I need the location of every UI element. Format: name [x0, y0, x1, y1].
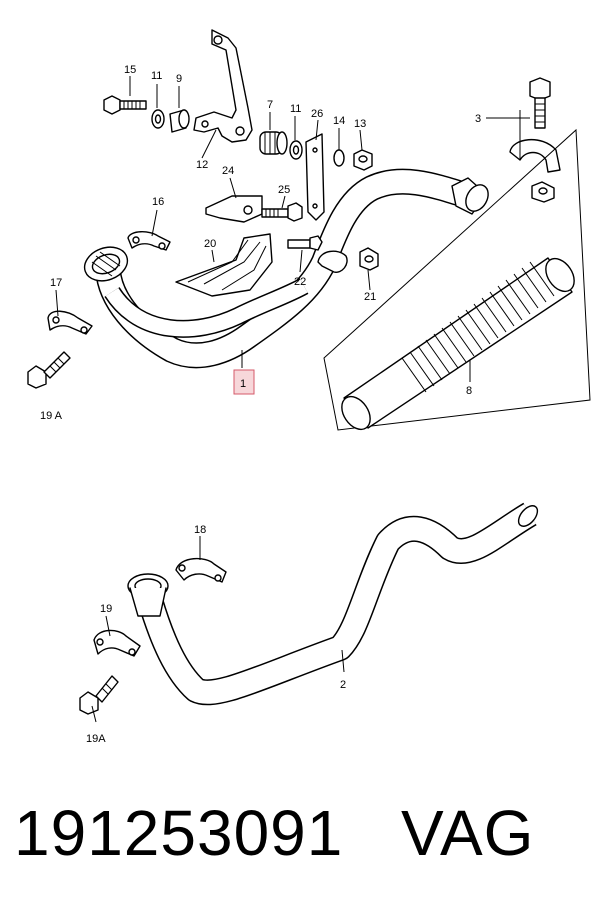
callout-26: 26	[311, 108, 323, 120]
washer-14	[333, 149, 345, 167]
strap-26	[305, 133, 325, 221]
callout-7: 7	[267, 99, 273, 111]
callout-9: 9	[176, 73, 182, 85]
part-number: 191253091	[14, 797, 344, 869]
callout-17: 17	[50, 277, 62, 289]
callout-19: 19	[100, 603, 112, 615]
flex-pipe-8	[341, 257, 575, 431]
front-pipe-1	[83, 168, 489, 369]
callout-20: 20	[204, 238, 216, 250]
hanger-bracket	[193, 29, 253, 143]
clamp-16	[127, 231, 171, 251]
heat-shield-20	[175, 233, 273, 297]
callout-18: 18	[194, 524, 206, 536]
rubber-bushing-7	[259, 131, 288, 155]
callout-12: 12	[196, 159, 208, 171]
callout-24: 24	[222, 165, 234, 177]
callout-19a-lower: 19A	[86, 733, 106, 745]
clamp-17	[47, 310, 93, 335]
callout-8: 8	[466, 385, 472, 397]
front-pipe-2	[127, 502, 539, 706]
callout-25: 25	[278, 184, 290, 196]
callout-11b: 11	[290, 103, 301, 115]
upper-exploded-view: 15 11 9 7 11 26 14 13 3 24 25 16 20 22 2…	[27, 29, 591, 431]
bolt-15	[103, 95, 147, 115]
callout-1-highlight	[233, 369, 255, 395]
bolt-19a	[27, 351, 71, 389]
clamp-set-3	[509, 77, 561, 203]
callout-2: 2	[340, 679, 346, 691]
callout-13: 13	[354, 118, 366, 130]
callout-11: 11	[151, 70, 162, 82]
callout-1: 1	[240, 378, 246, 390]
clamp-21-22	[287, 235, 379, 273]
callout-15: 15	[124, 64, 136, 76]
brand-name: VAG	[401, 797, 535, 869]
callout-21: 21	[364, 291, 376, 303]
callout-14: 14	[333, 115, 345, 127]
bracket-24	[205, 195, 263, 223]
callout-3: 3	[475, 113, 481, 125]
clamp-18	[175, 557, 227, 583]
callout-16: 16	[152, 196, 164, 208]
callout-19a: 19 A	[40, 410, 63, 422]
lower-exploded-view: 18 19 2 19A	[79, 502, 539, 745]
bolt-25	[261, 202, 303, 222]
clamp-19	[93, 629, 141, 657]
callout-22: 22	[294, 276, 306, 288]
spacer-9	[169, 109, 190, 133]
bolt-19a-lower	[79, 675, 119, 715]
